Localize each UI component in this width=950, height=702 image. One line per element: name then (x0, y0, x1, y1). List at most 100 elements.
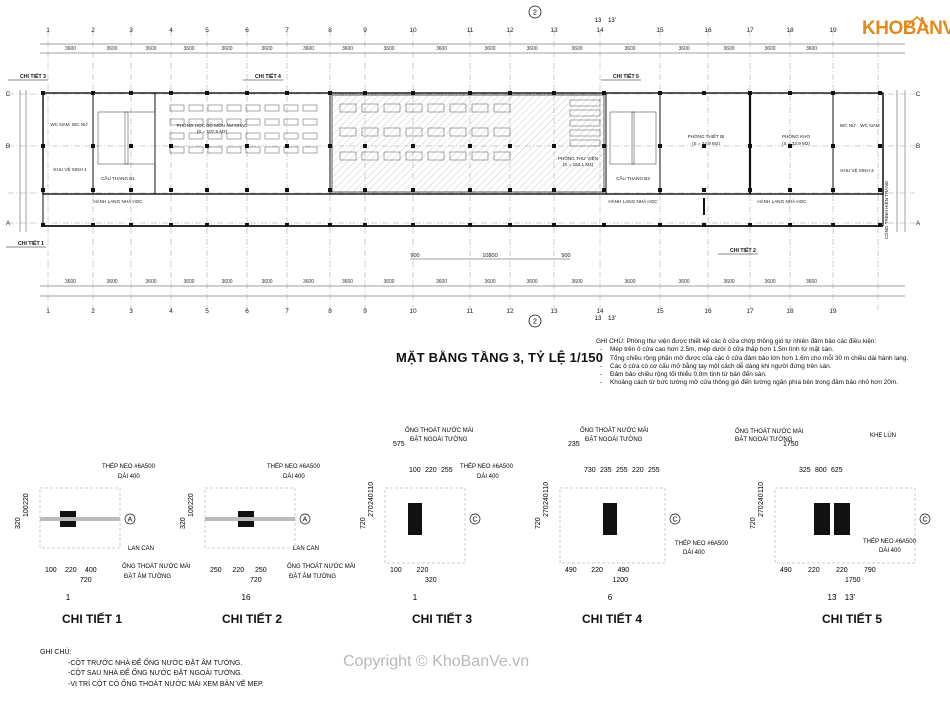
dim-label: 3600 (436, 279, 447, 285)
desk (188, 118, 204, 126)
stair-b2 (609, 111, 657, 165)
dim-label: 3600 (764, 46, 775, 52)
column (878, 144, 882, 148)
column (41, 188, 45, 192)
detail-label: ĐẶT NGOÀI TƯỜNG (585, 436, 643, 443)
room-label: WC NAM (860, 123, 879, 128)
dim-label: 3600 (571, 46, 582, 52)
column-section (814, 503, 830, 535)
dim-label: 3600 (806, 279, 817, 285)
detail-title-5: CHI TIẾT 5 (822, 612, 883, 626)
note-item: Khoảng cách từ bức tường mở cửa thông gi… (600, 379, 946, 388)
column (602, 223, 606, 227)
desk (245, 146, 261, 154)
dim-label: 490 (565, 567, 577, 574)
desk (264, 118, 280, 126)
grid-label: 14 (596, 27, 604, 34)
dim-label: 3600 (484, 46, 495, 52)
column (552, 91, 556, 95)
room-label: (S = 32,9 M2) (782, 141, 810, 146)
note-list: Mép trên ô cửa cao hơn 2.5m, mép dưới ô … (596, 346, 946, 388)
room-label: PHÒNG KHO (782, 133, 811, 139)
grid-label: 4 (169, 308, 173, 315)
dim-label: 220 (632, 467, 644, 474)
column (169, 144, 173, 148)
detail-label: THÉP NEO #6A500 (863, 538, 917, 545)
desk (188, 132, 204, 140)
room-label: CÔNG TRÌNH HIỆN TRẠNG (882, 180, 889, 239)
section-mark-label: 2 (533, 319, 537, 326)
grid-label: 11 (467, 308, 474, 315)
dim-label: 240 (368, 493, 375, 505)
dim-label: 10800 (482, 253, 497, 259)
axis-bubble (469, 513, 481, 525)
furniture (169, 99, 601, 161)
column (878, 91, 882, 95)
dim-label: 255 (441, 467, 453, 474)
dim-label: 220 (836, 567, 848, 574)
axis-label: A (916, 220, 921, 227)
logo-text: KHOBANVE (862, 18, 950, 39)
grid-label: 1 (66, 593, 71, 602)
desk (245, 132, 261, 140)
desk (169, 104, 185, 112)
grid-label: 15 (656, 27, 664, 34)
dim-label: 240 (758, 493, 765, 505)
grid-label: 12 (506, 27, 514, 34)
detail-label: THÉP NEO #6A500 (460, 463, 514, 470)
stair-b1 (97, 111, 156, 165)
detail-label: ĐẶT NGOÀI TƯỜNG (735, 436, 793, 443)
desk (207, 146, 223, 154)
dim-label: 3600 (484, 279, 495, 285)
desk (207, 132, 223, 140)
grid-label: 11 (467, 27, 474, 34)
column (658, 91, 662, 95)
dim-label: 400 (85, 567, 97, 574)
column (831, 223, 835, 227)
dim-label: 235 (568, 441, 580, 448)
library-note: GHI CHÚ: Phòng thư viện được thiết kế cá… (596, 338, 946, 388)
grid-label: 8 (328, 308, 332, 315)
grid-label: 7 (285, 27, 289, 34)
dim-label: 3600 (145, 279, 156, 285)
room-label: HÀNH LANG NHÀ HỌC (757, 198, 807, 204)
column (169, 223, 173, 227)
grid-label: 4 (169, 27, 173, 34)
grid-label: 2 (91, 308, 95, 315)
grid-label: 13 (595, 316, 602, 322)
column (552, 144, 556, 148)
library-table (383, 103, 401, 113)
detail-label: ĐẶT NGOÀI TƯỜNG (410, 436, 468, 443)
dim-label: 3600 (342, 279, 353, 285)
dim-label: 1200 (613, 577, 629, 584)
desk (226, 146, 242, 154)
column (508, 144, 512, 148)
column-section (603, 503, 617, 535)
dim-label: 270 (368, 505, 375, 517)
grid-label: 6 (245, 308, 249, 315)
grid-label: 13 (828, 593, 837, 602)
library-table (361, 103, 379, 113)
bookshelf (569, 99, 601, 107)
column (788, 144, 792, 148)
axis-bubble (919, 513, 931, 525)
column (285, 144, 289, 148)
dim-label: 3600 (106, 279, 117, 285)
dim-label: 220 (425, 467, 437, 474)
dim-label: 110 (758, 482, 765, 493)
column (205, 91, 209, 95)
column (328, 91, 332, 95)
room-label: CẦU THANG B2 (616, 175, 650, 181)
column (702, 144, 706, 148)
dim-label: 575 (393, 441, 405, 448)
desk (245, 104, 261, 112)
dim-label: 100 (188, 505, 195, 517)
dimension-labels: 3600360036003600360036003600360036003600… (65, 46, 817, 285)
dim-label: 320 (425, 577, 437, 584)
column (702, 223, 706, 227)
dim-label: 220 (417, 567, 429, 574)
grid-label: 1 (46, 308, 50, 315)
